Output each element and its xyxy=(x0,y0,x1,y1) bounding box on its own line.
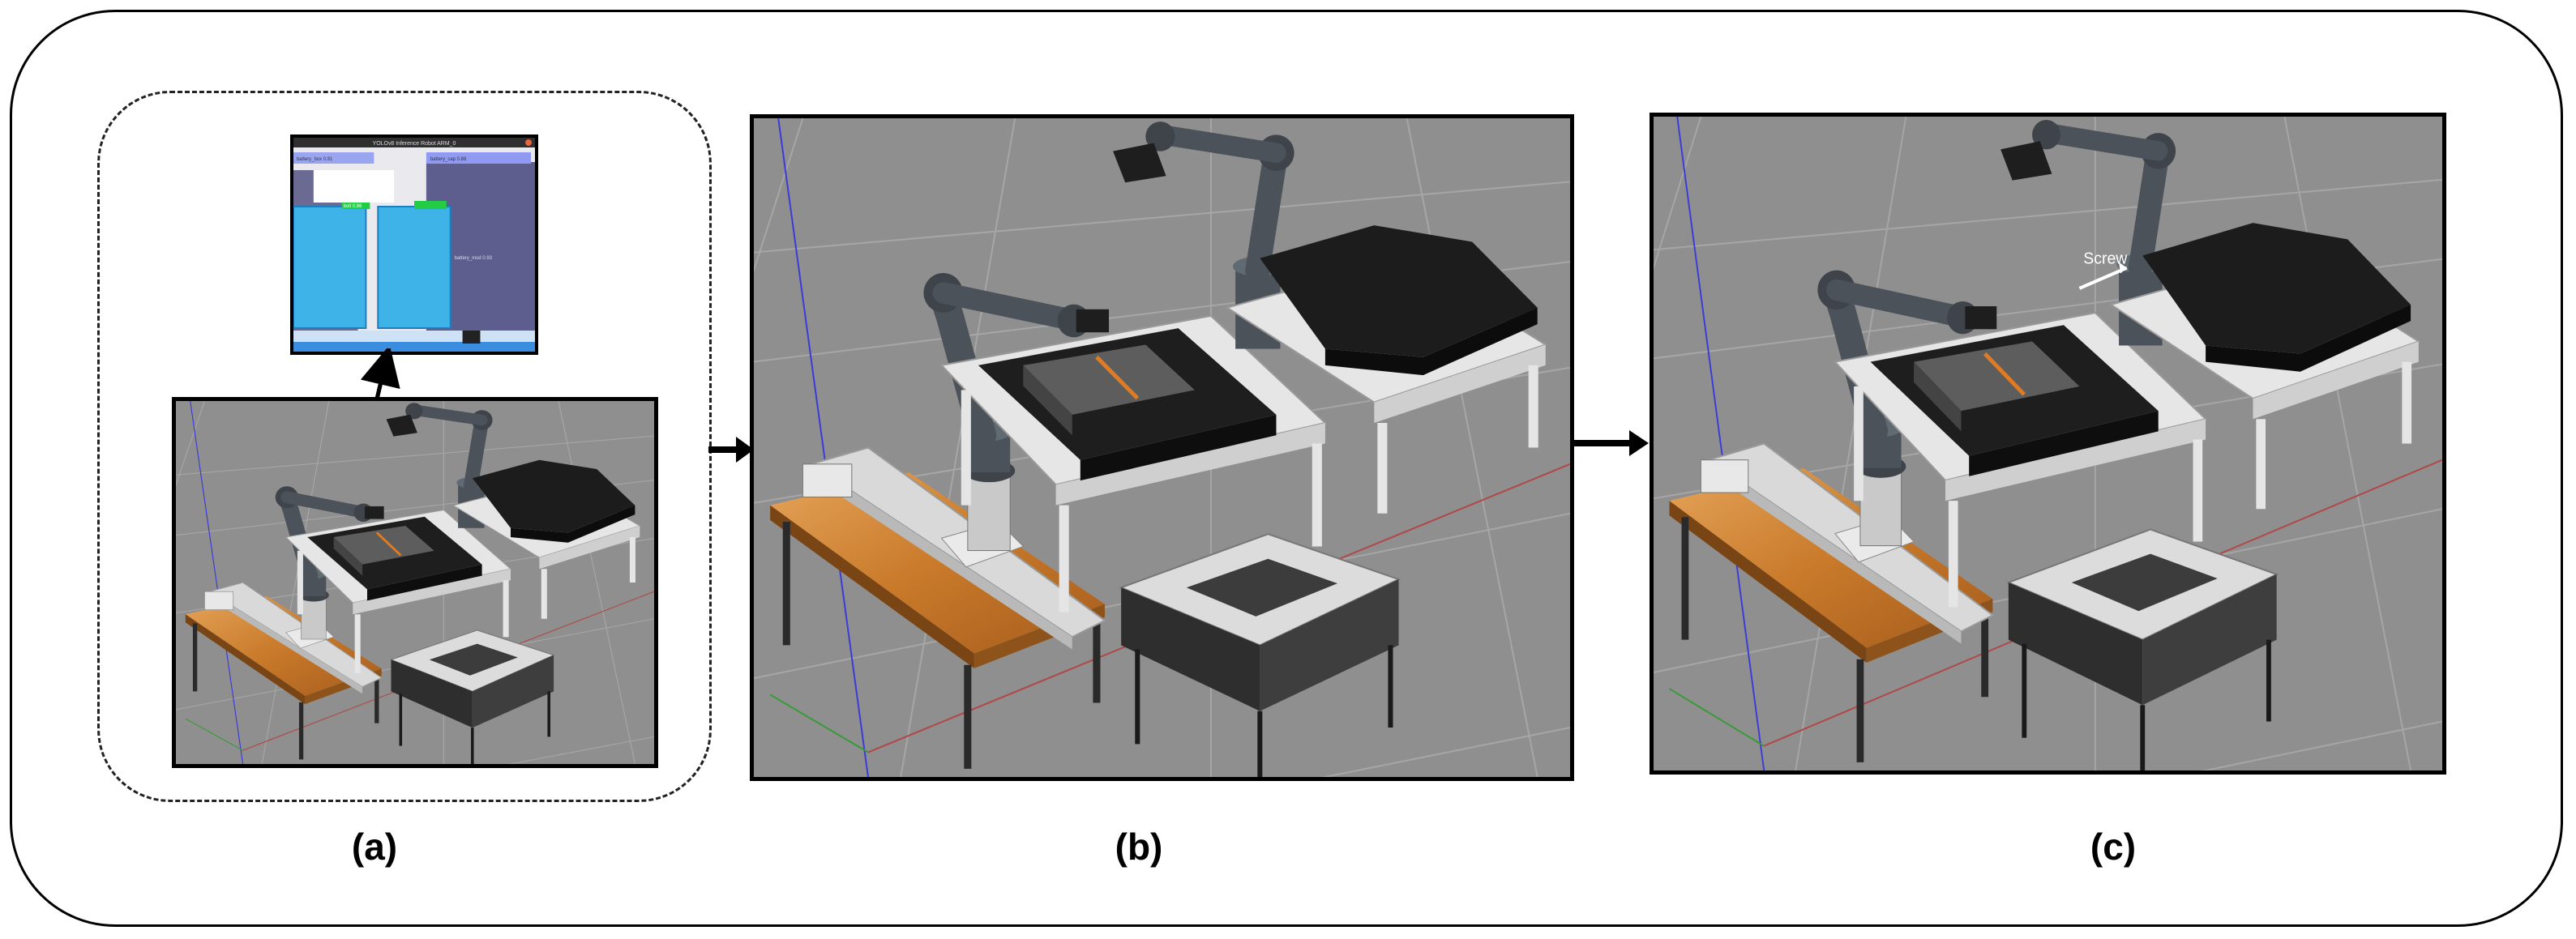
detection-inset: YOLOv8 Inference Robot ARM_0 battery_box… xyxy=(290,134,538,355)
scene-b-simulation xyxy=(750,114,1574,781)
detection-label-4: battery_mod 0.93 xyxy=(455,256,493,261)
figure-frame xyxy=(10,10,2563,927)
flow-arrow-a-to-b xyxy=(708,437,754,463)
scene-a-simulation xyxy=(172,397,658,768)
detection-label-2: battery_cap 0.88 xyxy=(430,157,467,162)
panel-label-b: (b) xyxy=(1115,826,1163,868)
flow-arrow-b-to-c xyxy=(1574,430,1649,456)
panel-label-a: (a) xyxy=(351,826,398,868)
inset-title: YOLOv8 Inference Robot ARM_0 xyxy=(373,141,456,147)
detection-screenshot: YOLOv8 Inference Robot ARM_0 battery_box… xyxy=(293,138,535,352)
screw-annotation: Screw xyxy=(2083,250,2128,267)
detection-label-3: bolt 0.86 xyxy=(344,204,363,209)
scene-c-simulation: Screw xyxy=(1650,113,2446,775)
panel-label-c: (c) xyxy=(2090,826,2137,868)
detection-label-1: battery_box 0.91 xyxy=(297,157,333,162)
